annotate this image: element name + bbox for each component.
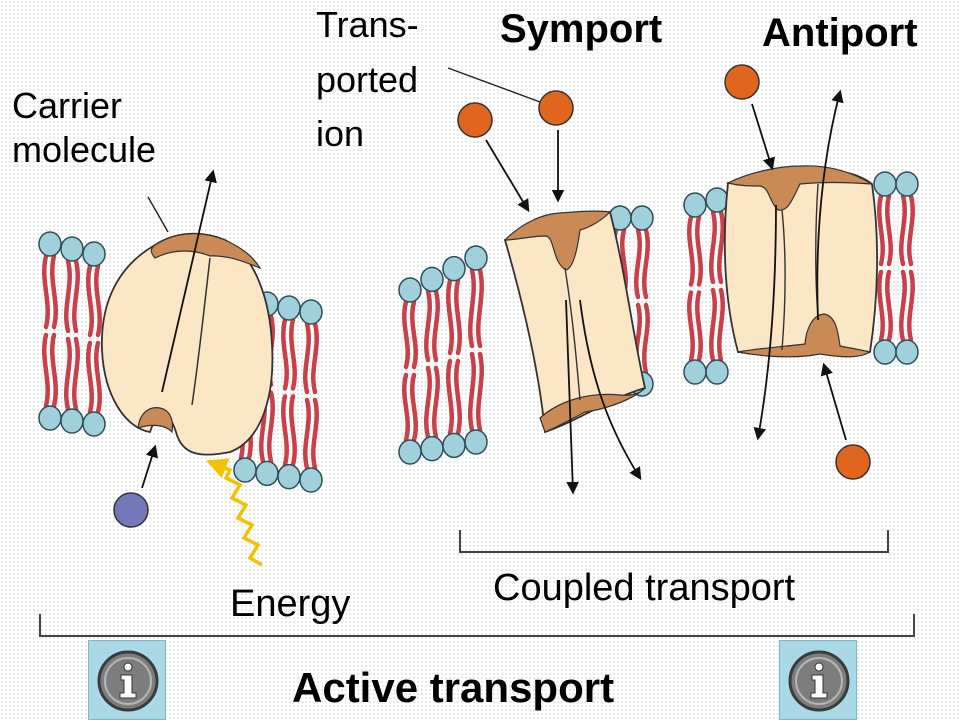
info-icon [788, 650, 850, 712]
symport-arrow-2 [579, 299, 642, 481]
antiport-ion-top [724, 64, 760, 100]
carrier-label-pointer [147, 196, 169, 233]
symport-ion-1 [457, 102, 493, 138]
antiport-arrow-down [753, 204, 777, 441]
symport-arrow-1 [565, 299, 579, 495]
bilayer-panel2-left [398, 245, 488, 465]
antiport-entry-arrow-bottom [820, 362, 847, 441]
carrier-protein [101, 232, 274, 456]
antiport-entry-arrow-top [751, 103, 776, 171]
antiport-protein [723, 165, 878, 358]
carrier-label-line-1: Carrier [12, 85, 122, 126]
antiport-ion-bottom [835, 444, 871, 480]
coupled-transport-bracket [459, 530, 889, 553]
energy-label: Energy [230, 583, 350, 625]
active-transport-bracket [39, 614, 915, 637]
info-button-left[interactable] [88, 640, 166, 720]
symport-entry-arrow-1 [485, 139, 530, 213]
carrier-label-line-2: molecule [12, 129, 156, 170]
info-button-right[interactable] [779, 640, 857, 720]
info-icon [97, 650, 159, 712]
solute-ion-blue [113, 492, 149, 528]
symport-title: Symport [500, 7, 662, 51]
ion-label-line-2: ported [316, 59, 418, 100]
ion-label-line-3: ion [316, 113, 364, 154]
ion-entry-arrow [141, 444, 158, 489]
lipid-bilayers [38, 171, 919, 493]
transport-arrow [161, 169, 217, 393]
active-transport-label: Active transport [292, 664, 614, 711]
bilayer-panel1-left [38, 231, 106, 437]
bilayer-panel3-right [873, 171, 919, 365]
antiport-arrow-up [816, 89, 844, 321]
symport-protein [503, 210, 647, 434]
ion-label-pointer [447, 67, 541, 103]
ion-label-line-1: Trans- [316, 4, 419, 45]
energy-arrow [206, 458, 263, 567]
bilayer-panel3-left [683, 187, 729, 385]
antiport-title: Antiport [762, 11, 918, 55]
coupled-transport-label: Coupled transport [493, 567, 796, 609]
symport-ion-2 [538, 90, 574, 126]
